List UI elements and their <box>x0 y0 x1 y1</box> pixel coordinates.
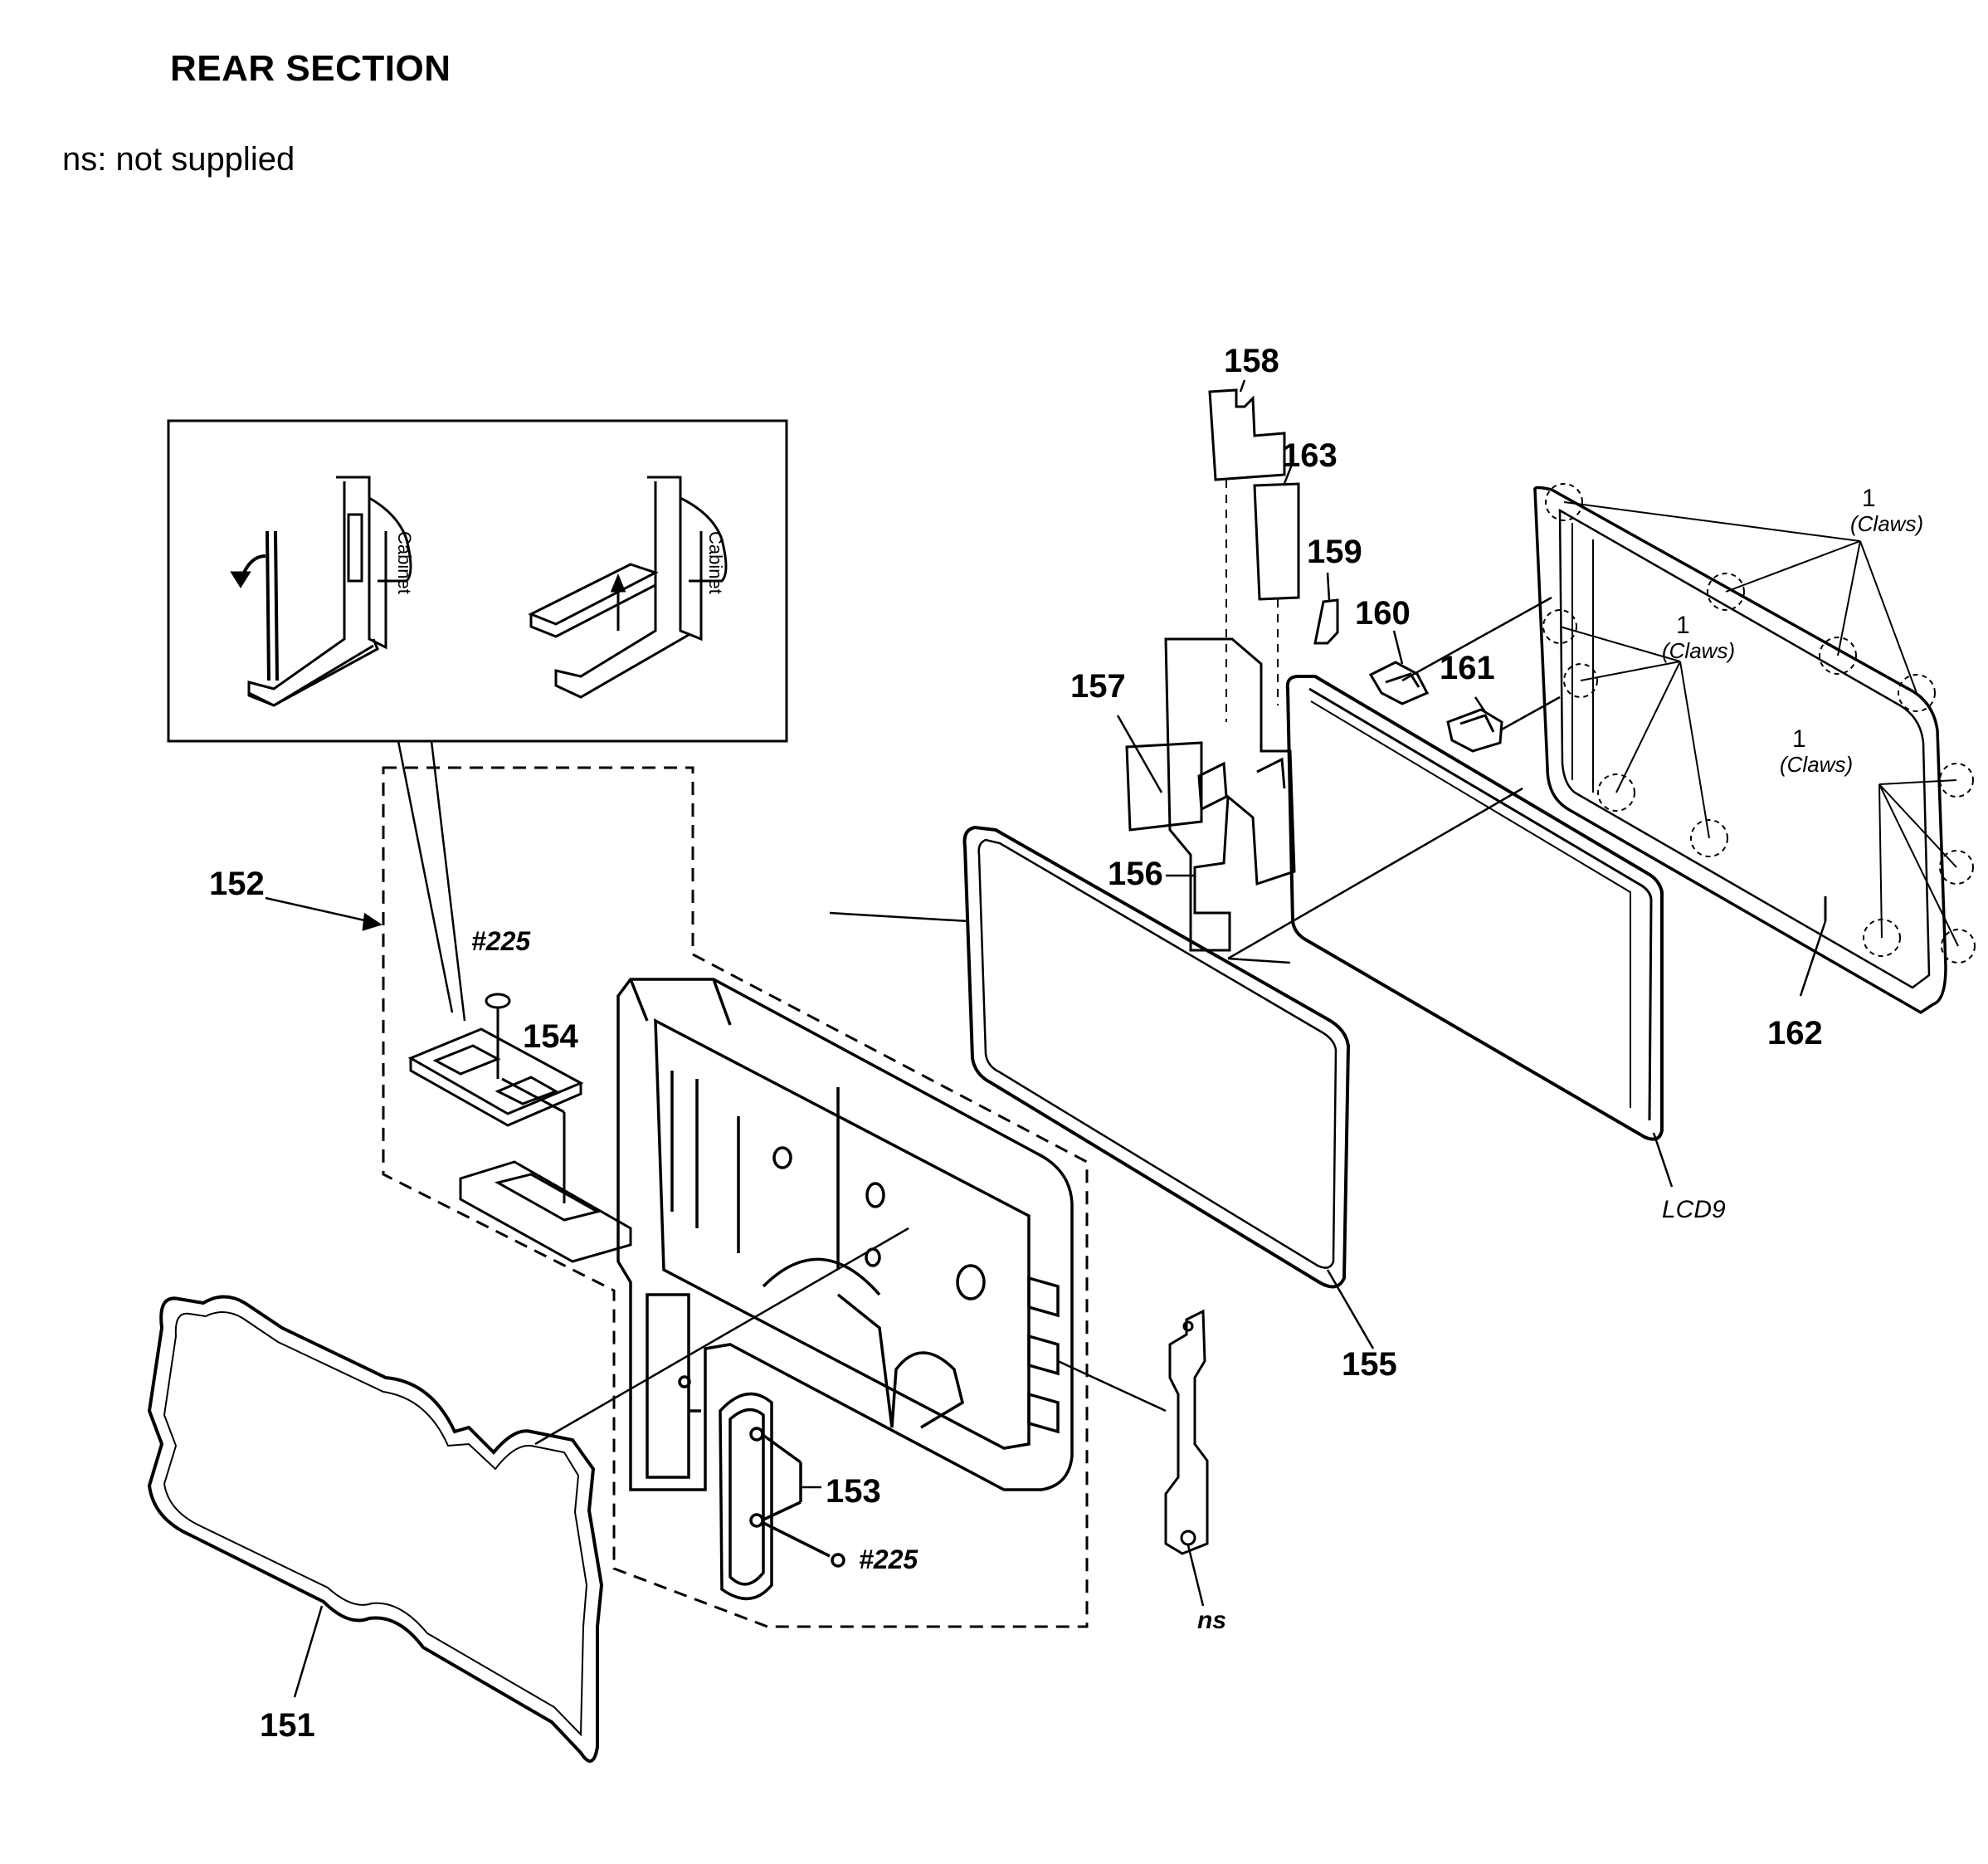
label-152: 152 <box>209 866 265 902</box>
ns-bracket <box>1164 1309 1209 1555</box>
part-159 <box>1313 598 1339 645</box>
label-153: 153 <box>826 1473 881 1510</box>
label-163: 163 <box>1282 437 1338 474</box>
label-lcd9: LCD9 <box>1662 1196 1726 1223</box>
part-163 <box>1253 482 1300 601</box>
part-151 <box>147 1295 604 1763</box>
label-claws-1a-num: 1 <box>1862 485 1876 512</box>
removal-inset: Cabinet Cabinet <box>167 419 788 743</box>
main-rear-frame <box>616 978 1074 1491</box>
part-162 <box>1533 483 1976 1015</box>
inner-bracket <box>459 1160 632 1263</box>
label-151: 151 <box>260 1707 315 1744</box>
part-158 <box>1208 388 1286 481</box>
label-claws-1c: (Claws) <box>1780 752 1853 777</box>
label-159: 159 <box>1307 534 1362 570</box>
part-154 <box>407 993 584 1203</box>
inset-left-tag: Cabinet <box>394 531 415 594</box>
label-screw-225-top: #225 <box>471 926 531 956</box>
parts-160-161 <box>1368 661 1503 753</box>
lcd-panel <box>1285 675 1664 1141</box>
part-156 <box>1164 637 1296 952</box>
legend-note: ns: not supplied <box>62 141 295 178</box>
label-claws-1c-num: 1 <box>1792 725 1806 753</box>
label-155: 155 <box>1342 1346 1397 1383</box>
label-screw-225-bottom: #225 <box>859 1544 918 1574</box>
assembly-152-outline <box>382 766 1089 1628</box>
part-157 <box>1125 741 1203 832</box>
part-161 <box>1446 708 1503 753</box>
label-161: 161 <box>1440 650 1495 686</box>
inset-left-illustration: Cabinet <box>230 476 415 707</box>
claw-leaders <box>1559 501 1959 947</box>
part-155 <box>962 825 1351 1289</box>
label-claws-1b-num: 1 <box>1676 612 1690 639</box>
label-156: 156 <box>1108 856 1163 892</box>
inset-frame <box>167 419 788 743</box>
label-claws-1b: (Claws) <box>1662 638 1735 663</box>
label-154: 154 <box>523 1018 578 1055</box>
label-162: 162 <box>1767 1015 1823 1052</box>
label-157: 157 <box>1070 668 1126 705</box>
inset-right-illustration: Cabinet <box>528 476 728 699</box>
inset-right-tag: Cabinet <box>705 531 726 594</box>
part-153 <box>719 1392 845 1601</box>
label-158: 158 <box>1224 343 1279 379</box>
label-claws-1a: (Claws) <box>1850 511 1923 536</box>
label-ns: ns <box>1197 1607 1226 1634</box>
flex-cables <box>1125 388 1339 952</box>
label-160: 160 <box>1355 595 1411 632</box>
part-160 <box>1368 661 1430 705</box>
leader-lines <box>265 379 1827 1698</box>
inset-leaders <box>397 740 466 1022</box>
section-title: REAR SECTION <box>170 48 451 89</box>
